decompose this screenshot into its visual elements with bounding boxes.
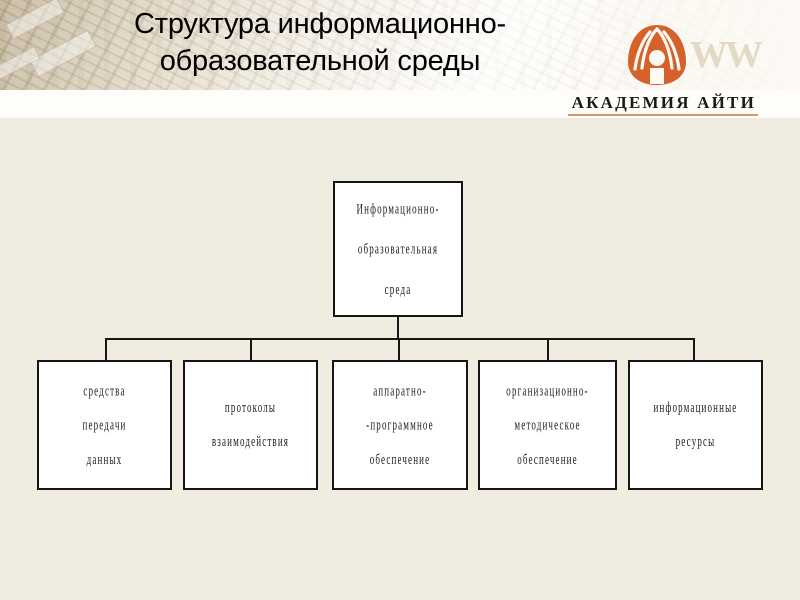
- header-white-band: [0, 90, 800, 118]
- diagram-node-leaf-4-label: информационные ресурсы: [653, 399, 738, 450]
- connector-drop-1: [250, 338, 252, 362]
- diagram-node-leaf-2-label: аппаратно- -программное обеспечение: [366, 381, 434, 467]
- diagram-node-leaf-3-label: организационно- методическое обеспечение: [506, 381, 589, 467]
- diagram-node-leaf-0[interactable]: средства передачи данных: [37, 360, 172, 490]
- connector-drop-2: [398, 338, 400, 362]
- connector-drop-4: [693, 338, 695, 362]
- diagram-node-leaf-2[interactable]: аппаратно- -программное обеспечение: [332, 360, 468, 490]
- diagram-node-leaf-3[interactable]: организационно- методическое обеспечение: [478, 360, 617, 490]
- connector-root-stem: [397, 317, 399, 339]
- academy-ait-logo-icon: [624, 24, 690, 86]
- diagram-node-leaf-1-label: протоколы взаимодействия: [211, 399, 290, 450]
- org-chart-diagram: Информационно- образовательная среда сре…: [0, 118, 800, 600]
- connector-horizontal-bus: [105, 338, 695, 340]
- ww-watermark: WW: [690, 34, 763, 76]
- connector-drop-3: [547, 338, 549, 362]
- connector-drop-0: [105, 338, 107, 362]
- diagram-node-leaf-0-label: средства передачи данных: [82, 381, 127, 467]
- page-title: Структура информационно-образовательной …: [134, 8, 506, 77]
- diagram-node-leaf-4[interactable]: информационные ресурсы: [628, 360, 763, 490]
- brand-underline: [568, 114, 758, 116]
- diagram-node-root[interactable]: Информационно- образовательная среда: [333, 181, 463, 317]
- diagram-node-root-label: Информационно- образовательная среда: [356, 200, 440, 298]
- diagram-node-leaf-1[interactable]: протоколы взаимодействия: [183, 360, 318, 490]
- brand-name: АКАДЕМИЯ АЙТИ: [571, 93, 756, 112]
